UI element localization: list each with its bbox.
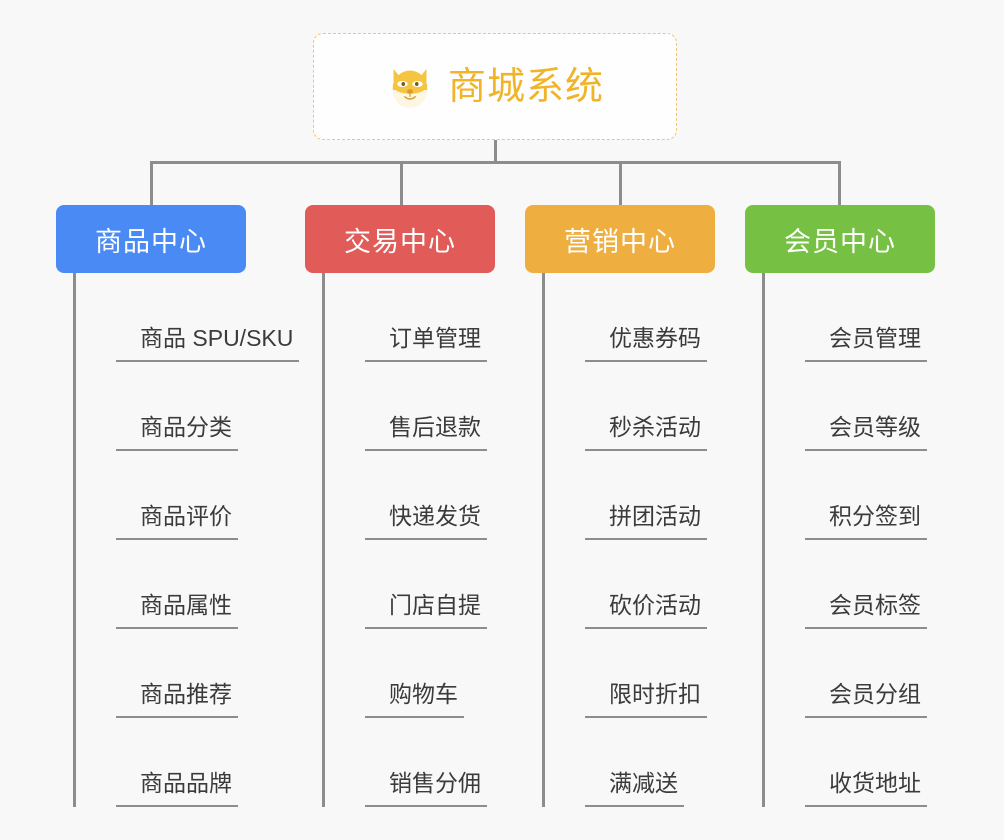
leaf-label: 商品推荐 [140, 681, 238, 718]
root-node[interactable]: 商城系统 [313, 33, 677, 140]
list-item[interactable]: 优惠券码 [585, 273, 715, 362]
category-header-3[interactable]: 会员中心 [745, 205, 935, 273]
leaf-label: 会员分组 [829, 681, 927, 718]
leaf-label: 售后退款 [389, 414, 487, 451]
list-item[interactable]: 商品评价 [116, 451, 246, 540]
list-item[interactable]: 限时折扣 [585, 629, 715, 718]
connector-drop-col-2 [619, 161, 622, 205]
branch-column-2: 营销中心 优惠券码 秒杀活动 拼团活动 砍价活动 限时折扣 满减送 [525, 205, 715, 823]
list-item[interactable]: 快递发货 [365, 451, 495, 540]
branch-column-3: 会员中心 会员管理 会员等级 积分签到 会员标签 会员分组 收货地址 [745, 205, 935, 823]
leaf-label: 商品 SPU/SKU [140, 325, 300, 362]
list-item[interactable]: 商品 SPU/SKU [116, 273, 300, 362]
list-item[interactable]: 商品推荐 [116, 629, 246, 718]
connector-root-stem [494, 140, 497, 163]
list-item[interactable]: 售后退款 [365, 362, 495, 451]
branch-column-1: 交易中心 订单管理 售后退款 快递发货 门店自提 购物车 销售分佣 [305, 205, 495, 823]
leaf-label: 满减送 [609, 770, 684, 807]
leaf-label: 积分签到 [829, 503, 927, 540]
list-item[interactable]: 门店自提 [365, 540, 495, 629]
connector-horizontal-bus [150, 161, 841, 164]
leaf-label: 会员标签 [829, 592, 927, 629]
list-item[interactable]: 商品属性 [116, 540, 246, 629]
leaf-list-2: 优惠券码 秒杀活动 拼团活动 砍价活动 限时折扣 满减送 [542, 273, 715, 807]
leaf-label: 会员管理 [829, 325, 927, 362]
list-item[interactable]: 收货地址 [805, 718, 935, 807]
list-item[interactable]: 会员标签 [805, 540, 935, 629]
leaf-label: 会员等级 [829, 414, 927, 451]
leaf-label: 砍价活动 [609, 592, 707, 629]
list-item[interactable]: 会员管理 [805, 273, 935, 362]
leaf-label: 商品分类 [140, 414, 238, 451]
list-item[interactable]: 购物车 [365, 629, 495, 718]
leaf-label: 收货地址 [829, 770, 927, 807]
leaf-list-0: 商品 SPU/SKU 商品分类 商品评价 商品属性 商品推荐 商品品牌 [73, 273, 300, 807]
category-header-1[interactable]: 交易中心 [305, 205, 495, 273]
list-item[interactable]: 拼团活动 [585, 451, 715, 540]
connector-drop-col-1 [400, 161, 403, 205]
list-item[interactable]: 砍价活动 [585, 540, 715, 629]
leaf-label: 订单管理 [389, 325, 487, 362]
connector-drop-col-3 [838, 161, 841, 205]
leaf-label: 秒杀活动 [609, 414, 707, 451]
list-item[interactable]: 订单管理 [365, 273, 495, 362]
leaf-label: 商品评价 [140, 503, 238, 540]
shiba-dog-face-icon [392, 68, 428, 108]
leaf-label: 购物车 [389, 681, 464, 718]
category-header-0[interactable]: 商品中心 [56, 205, 246, 273]
list-item[interactable]: 销售分佣 [365, 718, 495, 807]
leaf-label: 快递发货 [389, 503, 487, 540]
leaf-label: 商品品牌 [140, 770, 238, 807]
list-item[interactable]: 商品分类 [116, 362, 246, 451]
leaf-label: 销售分佣 [389, 770, 487, 807]
leaf-label: 商品属性 [140, 592, 238, 629]
leaf-label: 限时折扣 [609, 681, 707, 718]
leaf-label: 拼团活动 [609, 503, 707, 540]
branch-column-0: 商品中心 商品 SPU/SKU 商品分类 商品评价 商品属性 商品推荐 商品品牌 [56, 205, 300, 823]
leaf-label: 优惠券码 [609, 325, 707, 362]
category-header-2[interactable]: 营销中心 [525, 205, 715, 273]
leaf-label: 门店自提 [389, 592, 487, 629]
leaf-list-3: 会员管理 会员等级 积分签到 会员标签 会员分组 收货地址 [762, 273, 935, 807]
list-item[interactable]: 会员分组 [805, 629, 935, 718]
list-item[interactable]: 商品品牌 [116, 718, 246, 807]
connector-drop-col-0 [150, 161, 153, 205]
list-item[interactable]: 秒杀活动 [585, 362, 715, 451]
root-title: 商城系统 [447, 65, 604, 108]
list-item[interactable]: 积分签到 [805, 451, 935, 540]
list-item[interactable]: 满减送 [585, 718, 715, 807]
leaf-list-1: 订单管理 售后退款 快递发货 门店自提 购物车 销售分佣 [322, 273, 495, 807]
list-item[interactable]: 会员等级 [805, 362, 935, 451]
